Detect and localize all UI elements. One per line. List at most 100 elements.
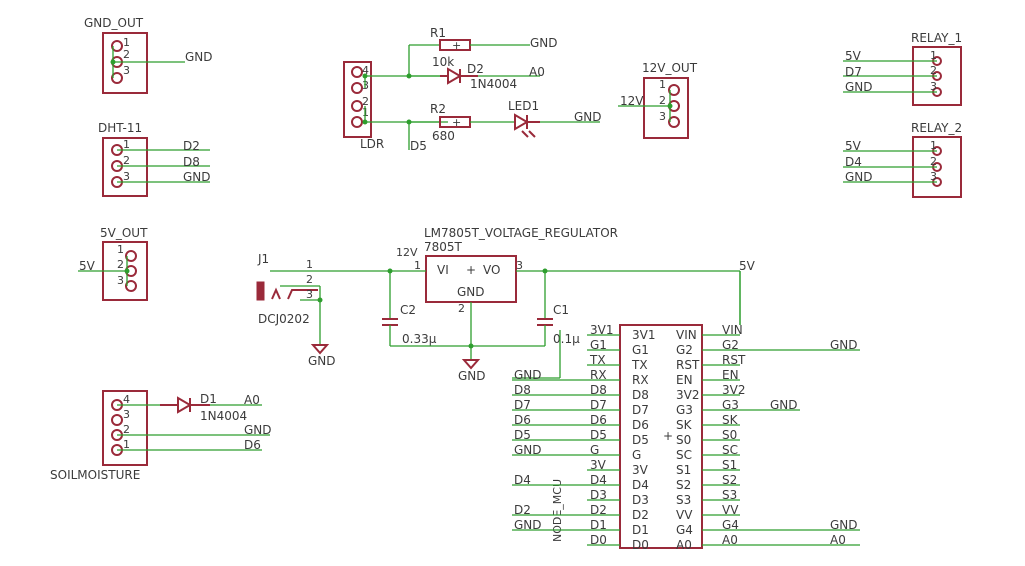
net-label: D6	[244, 438, 261, 452]
pin-label: 3	[123, 64, 130, 77]
nodemcu-pin-inner-label: TX	[631, 358, 648, 372]
c2-name: C2	[400, 303, 416, 317]
nodemcu-pin-inner-label: D6	[632, 418, 649, 432]
nodemcu-pin-outer-label: 3V1	[590, 323, 613, 337]
nodemcu-net-label: D7	[514, 398, 531, 412]
pin-label: 2	[123, 423, 130, 436]
relay1-title: RELAY_1	[911, 31, 962, 45]
nodemcu-net-label: GND	[770, 398, 798, 412]
j1-name: J1	[257, 252, 269, 266]
pin-label: 2	[123, 48, 130, 61]
nodemcu-pin-inner-label: S3	[676, 493, 691, 507]
net-label: 12V	[620, 94, 644, 108]
gnd-out-header: GND_OUT 1 2 3 GND	[84, 16, 213, 94]
led1-net: GND	[574, 110, 602, 124]
nodemcu-pin-inner-label: G1	[632, 343, 649, 357]
nodemcu-pin-outer-label: D0	[590, 533, 607, 547]
net-label: D8	[183, 155, 200, 169]
soil-title: SOILMOISTURE	[50, 468, 140, 482]
nodemcu-pin-outer-label: S0	[722, 428, 737, 442]
diode-d1-name: D1	[200, 392, 217, 406]
pin-label: 2	[458, 302, 465, 315]
nodemcu-pin-inner-label: S0	[676, 433, 691, 447]
nodemcu-pin-inner-label: D2	[632, 508, 649, 522]
led1-name: LED1	[508, 99, 539, 113]
pin-label: 1	[117, 243, 124, 256]
reg-out-net: 5V	[739, 259, 756, 273]
j1-part: DCJ0202	[258, 312, 310, 326]
r1-name: R1	[430, 26, 446, 40]
nodemcu-net-label: GND	[830, 518, 858, 532]
net-label: GND	[183, 170, 211, 184]
nodemcu-pin-outer-label: D7	[590, 398, 607, 412]
ldr-header: 4 3 2 1 LDR + R1 GND 10k D2 1N4004 A0 D5…	[343, 26, 602, 153]
voltage-regulator-section: LM7805T_VOLTAGE_REGULATOR 7805T VI + VO …	[256, 226, 756, 383]
nodemcu-pin-outer-label: RST	[722, 353, 746, 367]
nodemcu-pin-inner-label: D7	[632, 403, 649, 417]
pin-label: 3	[306, 288, 313, 301]
gnd-out-title: GND_OUT	[84, 16, 144, 30]
nodemcu-body	[619, 324, 703, 549]
dht11-title: DHT-11	[98, 121, 142, 135]
nodemcu-pin-outer-label: D1	[590, 518, 607, 532]
regulator-vo-label: VO	[483, 263, 500, 277]
nodemcu-pin-inner-label: S1	[676, 463, 691, 477]
nodemcu-pin-outer-label: D3	[590, 488, 607, 502]
nodemcu-pin-inner-label: G	[632, 448, 641, 462]
net-label: 5V	[845, 139, 862, 153]
nodemcu-pin-inner-label: G3	[676, 403, 693, 417]
nodemcu-pin-outer-label: A0	[722, 533, 738, 547]
d2-name: D2	[467, 62, 484, 76]
nodemcu-pin-outer-label: TX	[589, 353, 606, 367]
pin-label: 1	[659, 78, 666, 91]
pin-label: 3	[516, 259, 523, 272]
pin-label: 3	[117, 274, 124, 287]
nodemcu-net-label: GND	[830, 338, 858, 352]
gnd-symbol-label: GND	[458, 369, 486, 383]
plus-mark: +	[452, 39, 461, 52]
pin-label: 3	[659, 110, 666, 123]
pin-label: 4	[123, 393, 130, 406]
nodemcu-pin-outer-label: 3V	[590, 458, 607, 472]
nodemcu-pin-inner-label: SK	[676, 418, 693, 432]
relay2-header: RELAY_2 1 2 3 5V D4 GND	[843, 121, 962, 198]
pin-label: 2	[362, 95, 369, 108]
pin-label: 2	[659, 94, 666, 107]
r1-net: GND	[530, 36, 558, 50]
nodemcu-net-label: D2	[514, 503, 531, 517]
nodemcu-pin-outer-label: G3	[722, 398, 739, 412]
pin-label: 2	[306, 273, 313, 286]
nodemcu-pin-inner-label: RX	[632, 373, 649, 387]
net-label: GND	[845, 80, 873, 94]
v5-out-header: 5V_OUT 1 2 3 5V	[78, 226, 148, 301]
nodemcu-pin-inner-label: EN	[676, 373, 693, 387]
nodemcu-pin-outer-label: SC	[722, 443, 738, 457]
nodemcu-pin-inner-label: VV	[676, 508, 693, 522]
nodemcu-net-label: A0	[830, 533, 846, 547]
pin-label: 1	[930, 139, 937, 152]
gnd-symbol-label: GND	[308, 354, 336, 368]
pin-label: 1	[414, 259, 421, 272]
regulator-vi-label: VI	[437, 263, 449, 277]
nodemcu-pin-inner-label: D3	[632, 493, 649, 507]
nodemcu-pin-outer-label: G4	[722, 518, 739, 532]
nodemcu-pin-outer-label: D8	[590, 383, 607, 397]
nodemcu-pin-inner-label: D0	[632, 538, 649, 552]
nodemcu-pin-outer-label: D2	[590, 503, 607, 517]
plus-mark: +	[466, 263, 476, 277]
nodemcu-pin-inner-label: SC	[676, 448, 692, 462]
nodemcu-net-label: D8	[514, 383, 531, 397]
nodemcu-pin-outer-label: SK	[722, 413, 739, 427]
d2-part: 1N4004	[470, 77, 517, 91]
v12-out-title: 12V_OUT	[642, 61, 698, 75]
pin-label: 1	[123, 36, 130, 49]
v12-out-header: 12V_OUT 1 2 3 12V	[618, 61, 698, 139]
pin-label: 3	[930, 170, 937, 183]
c1-value: 0.1µ	[553, 332, 580, 346]
net-label: D7	[845, 65, 862, 79]
nodemcu-pin-outer-label: S2	[722, 473, 737, 487]
plus-mark: +	[663, 429, 673, 443]
d2-net: A0	[529, 65, 545, 79]
